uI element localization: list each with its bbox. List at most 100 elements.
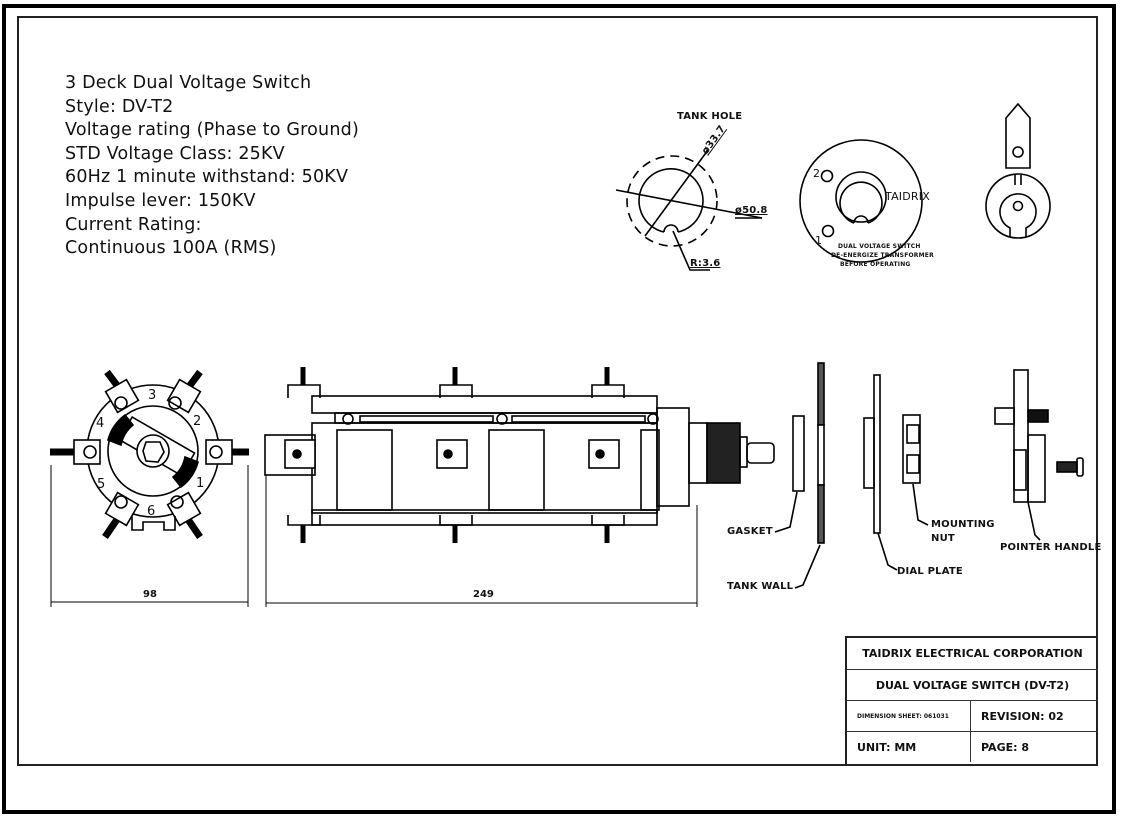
radius-leader xyxy=(672,230,710,271)
terminal-block xyxy=(104,378,140,414)
shaft-hex-hole xyxy=(142,441,165,463)
top-rail xyxy=(311,395,658,414)
bracket xyxy=(287,515,321,526)
width-dimension-line xyxy=(50,465,249,607)
gasket-label: GASKET xyxy=(727,526,773,537)
nut-slot xyxy=(906,454,920,474)
dial-plate-front-drawing xyxy=(799,139,923,263)
dial-plate-inner-ring xyxy=(839,181,883,224)
product-name: DUAL VOLTAGE SWITCH (DV-T2) xyxy=(875,678,1070,692)
company-name: TAIDRIX ELECTRICAL CORPORATION xyxy=(862,647,1083,660)
bracket xyxy=(439,384,473,398)
outer-border xyxy=(2,4,1116,814)
terminal-block xyxy=(205,439,233,465)
switch-side-view xyxy=(264,367,775,543)
pointer-hub-inner xyxy=(999,193,1037,237)
nut-slot xyxy=(906,424,920,444)
tank-wall-leader xyxy=(794,544,821,589)
inner-diameter-leader xyxy=(644,149,709,237)
tank-hole-outer-dashed-circle xyxy=(626,155,718,247)
width-dimension-label: 98 xyxy=(143,589,157,600)
handle-set-screw xyxy=(1027,409,1049,423)
tank-hole-title: TANK HOLE xyxy=(677,111,743,122)
dial-warning-line: DUAL VOLTAGE SWITCH xyxy=(838,243,921,250)
spec-line: Impulse lever: 150KV xyxy=(65,190,256,211)
tank-hole-drawing xyxy=(615,149,763,271)
pointer-hole xyxy=(1012,146,1024,158)
bar-slot xyxy=(359,415,494,423)
pointer-handle-drawing xyxy=(994,369,1084,541)
bracket xyxy=(591,384,625,398)
outer-diameter-leader xyxy=(615,189,763,219)
page-number: PAGE: 8 xyxy=(981,740,1029,754)
terminal-screw xyxy=(114,396,128,410)
deck-housing xyxy=(488,429,545,511)
pointer-handle-label: POINTER HANDLE xyxy=(1000,542,1102,553)
dial-plate-drawing xyxy=(873,374,881,534)
terminal-block xyxy=(104,491,140,527)
position-hole-1 xyxy=(821,224,835,238)
switch-body-inner xyxy=(107,405,199,497)
terminal-block xyxy=(166,491,202,527)
dial-plate-label: DIAL PLATE xyxy=(897,566,963,577)
tank-wall-lower xyxy=(817,484,825,544)
tank-hole-inner-circle xyxy=(638,167,704,233)
dimension-sheet: DIMENSION SHEET: 061031 xyxy=(847,701,971,731)
pointer-blade xyxy=(1005,102,1031,169)
terminal-number-6: 6 xyxy=(147,504,156,519)
tank-wall-drawing xyxy=(817,362,825,544)
terminal-block xyxy=(166,378,202,414)
mounting-nut-leader xyxy=(912,483,929,526)
loose-screw-shank xyxy=(1056,461,1078,473)
terminal-number-1: 1 xyxy=(196,476,205,491)
tank-wall-label: TANK WALL xyxy=(727,581,794,592)
rail-screw xyxy=(647,413,659,425)
loose-screw-head xyxy=(1076,457,1084,477)
terminal-number-3: 3 xyxy=(148,388,157,403)
title-block-company: TAIDRIX ELECTRICAL CORPORATION xyxy=(847,638,1098,670)
mounting-nut-label-line2: NUT xyxy=(931,533,955,544)
terminal-screw xyxy=(168,396,182,410)
terminal-screw xyxy=(209,445,223,459)
gasket-leader xyxy=(774,491,798,533)
deck-housing xyxy=(336,429,393,511)
length-dimension-label: 249 xyxy=(473,589,494,600)
length-dimension-line xyxy=(265,475,698,607)
switch-front-view xyxy=(50,369,249,539)
key-radius-label: R:3.6 xyxy=(690,258,721,269)
shaft-collar xyxy=(739,436,748,468)
pointer-drawing xyxy=(985,102,1051,239)
terminal-blocks xyxy=(73,378,233,527)
dial-position-1: 1 xyxy=(815,234,823,247)
spec-line: 60Hz 1 minute withstand: 50KV xyxy=(65,167,349,188)
mounting-nut-label-line1: MOUNTING xyxy=(931,519,995,530)
spec-line: Continuous 100A (RMS) xyxy=(65,238,277,259)
bushing-base xyxy=(656,407,690,507)
title-block-row-3: DIMENSION SHEET: 061031 REVISION: 02 xyxy=(847,701,1098,732)
title-block: TAIDRIX ELECTRICAL CORPORATION DUAL VOLT… xyxy=(845,636,1098,764)
tank-wall-opening xyxy=(817,424,825,486)
title-block-product: DUAL VOLTAGE SWITCH (DV-T2) xyxy=(847,670,1098,701)
dial-plate-outer-ring xyxy=(835,171,887,223)
tank-hole-key-notch xyxy=(663,224,679,233)
bracket xyxy=(439,515,473,526)
dial-position-2: 2 xyxy=(813,167,821,180)
pointer-hub-hole xyxy=(1012,200,1024,212)
drawing-frame xyxy=(17,16,1098,766)
contact-rivet xyxy=(443,449,453,459)
handle-slot xyxy=(1013,449,1027,491)
spec-line: Voltage rating (Phase to Ground) xyxy=(65,120,359,141)
terminal-number-4: 4 xyxy=(96,416,105,431)
spec-line: 3 Deck Dual Voltage Switch xyxy=(65,73,312,93)
mounting-nut-drawing xyxy=(902,414,921,484)
specifications-block: 3 Deck Dual Voltage Switch Style: DV-T2 … xyxy=(65,72,359,261)
bracket xyxy=(591,515,625,526)
contact-rivet xyxy=(595,449,605,459)
bottom-tab xyxy=(131,516,176,531)
rail-screw xyxy=(496,413,508,425)
contact-rivet xyxy=(292,449,302,459)
dial-plate-outline xyxy=(799,139,923,263)
dial-brand-label: TAIDRIX xyxy=(885,190,930,203)
tank-wall-upper xyxy=(817,362,825,426)
dial-plate-boss xyxy=(863,417,875,489)
